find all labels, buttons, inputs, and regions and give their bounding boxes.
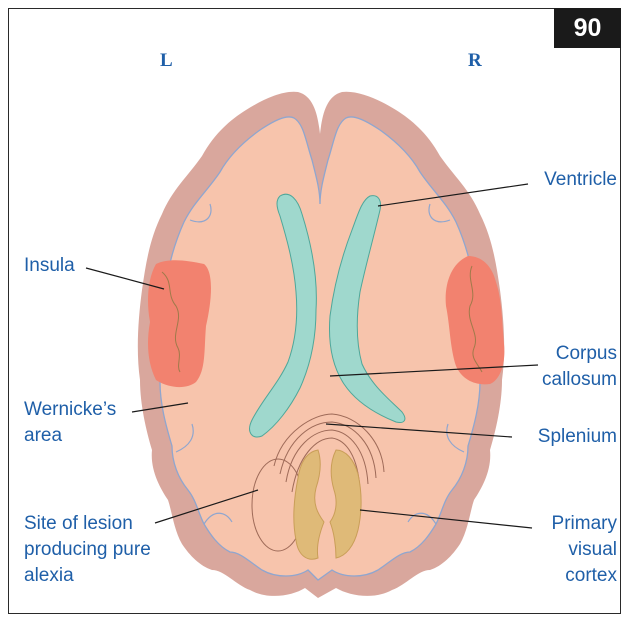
- label-primary-visual-cortex-line1: Primary: [552, 511, 617, 537]
- label-splenium: Splenium: [538, 424, 617, 450]
- label-wernickes-area-line1: Wernicke’s: [24, 397, 116, 423]
- label-primary-visual-cortex-line3: cortex: [552, 563, 617, 589]
- label-lesion-site-line1: Site of lesion: [24, 511, 151, 537]
- label-insula: Insula: [24, 253, 75, 279]
- label-wernickes-area-line2: area: [24, 423, 116, 449]
- label-primary-visual-cortex-line2: visual: [552, 537, 617, 563]
- label-lesion-site: Site of lesion producing pure alexia: [24, 511, 151, 589]
- right-side-label: R: [468, 50, 482, 72]
- label-primary-visual-cortex: Primary visual cortex: [552, 511, 617, 589]
- label-ventricle: Ventricle: [544, 167, 617, 193]
- label-corpus-callosum-line2: callosum: [542, 367, 617, 393]
- insula-left: [148, 260, 211, 387]
- left-side-label: L: [160, 50, 173, 72]
- label-corpus-callosum-line1: Corpus: [542, 341, 617, 367]
- label-lesion-site-line3: alexia: [24, 563, 151, 589]
- label-lesion-site-line2: producing pure: [24, 537, 151, 563]
- label-corpus-callosum: Corpus callosum: [542, 341, 617, 393]
- label-wernickes-area: Wernicke’s area: [24, 397, 116, 449]
